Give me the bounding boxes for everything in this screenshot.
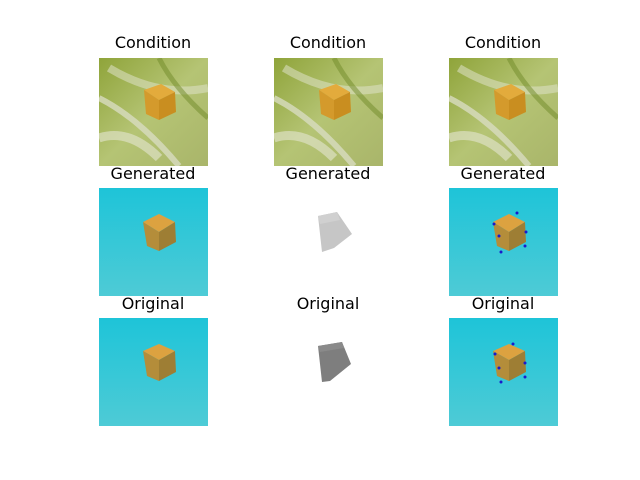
gray-cube-image xyxy=(274,188,383,296)
leaf-cube-image xyxy=(449,58,558,166)
keypoint-markers xyxy=(493,342,527,384)
leaf-cube-image xyxy=(274,58,383,166)
panel-title-condition-3: Condition xyxy=(464,33,542,52)
panel-title-generated-2: Generated xyxy=(285,164,371,183)
condition-image-3 xyxy=(449,58,558,166)
teal-cube-image xyxy=(99,318,208,426)
generated-image-1 xyxy=(99,188,208,296)
condition-image-2 xyxy=(274,58,383,166)
keypoint-markers xyxy=(492,211,528,254)
original-image-1 xyxy=(99,318,208,426)
panel-title-condition-1: Condition xyxy=(114,33,192,52)
leaf-cube-image xyxy=(99,58,208,166)
panel-title-original-1: Original xyxy=(121,294,185,313)
teal-cube-image xyxy=(99,188,208,296)
teal-cube-keypoints-image xyxy=(449,318,558,426)
original-image-2 xyxy=(274,318,383,426)
panel-title-condition-2: Condition xyxy=(289,33,367,52)
teal-cube-keypoints-image xyxy=(449,188,558,296)
condition-image-1 xyxy=(99,58,208,166)
generated-image-3 xyxy=(449,188,558,296)
gray-cube-image xyxy=(274,318,383,426)
panel-title-original-3: Original xyxy=(471,294,535,313)
original-image-3 xyxy=(449,318,558,426)
panel-title-original-2: Original xyxy=(296,294,360,313)
panel-title-generated-3: Generated xyxy=(460,164,546,183)
generated-image-2 xyxy=(274,188,383,296)
panel-title-generated-1: Generated xyxy=(110,164,196,183)
